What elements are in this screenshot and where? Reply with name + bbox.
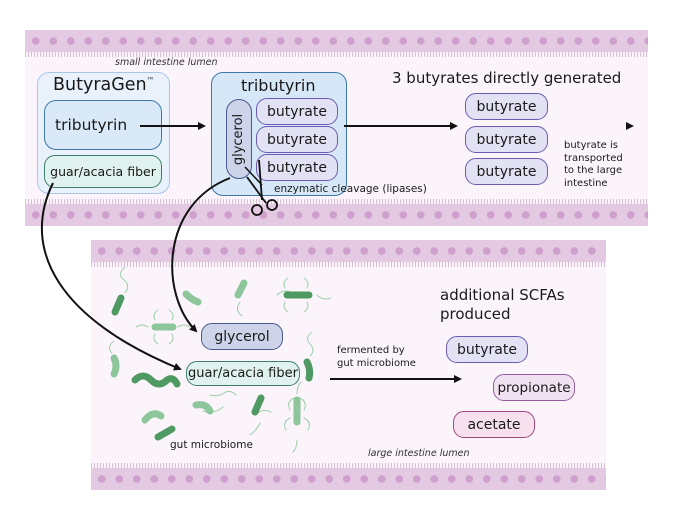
transport-note-line: intestine — [564, 177, 608, 189]
butyrate-chain-2: butyrate — [256, 126, 338, 153]
fiber-component: guar/acacia fiber — [44, 155, 162, 188]
epithelium-bottom — [91, 468, 606, 490]
fiber-substrate-label: guar/acacia fiber — [188, 366, 298, 381]
direct-butyrate-heading: 3 butyrates directly generated — [392, 69, 622, 87]
tributyrin-component-label: tributyrin — [55, 116, 128, 134]
butyragen-title: ButyraGen™ — [53, 75, 155, 95]
fiber-substrate: guar/acacia fiber — [186, 361, 300, 386]
butyrate-chain-label: butyrate — [267, 131, 327, 148]
trademark: ™ — [146, 76, 155, 86]
butyrate-chain-3: butyrate — [256, 154, 338, 181]
butyrate-chain-label: butyrate — [267, 103, 327, 120]
scfa-heading-line: produced — [440, 305, 511, 323]
microvilli-bottom — [25, 199, 648, 204]
direct-butyrate-3: butyrate — [465, 158, 548, 185]
large-intestine-lumen-label: large intestine lumen — [368, 448, 470, 459]
gut-microbiome-label: gut microbiome — [170, 439, 253, 451]
glycerol-backbone-label: glycerol — [231, 113, 247, 165]
epithelium-top — [25, 30, 648, 52]
tributyrin-molecule-title: tributyrin — [241, 76, 316, 95]
product-name: ButyraGen — [53, 75, 147, 95]
fermentation-label-line: fermented by — [337, 345, 405, 356]
microvilli-bottom — [91, 463, 606, 468]
direct-butyrate-1: butyrate — [465, 93, 548, 120]
fermentation-label: fermented by gut microbiome — [337, 344, 416, 370]
glycerol-backbone: glycerol — [226, 99, 252, 179]
epithelium-top — [91, 240, 606, 262]
epithelium-bottom — [25, 204, 648, 226]
fiber-component-label: guar/acacia fiber — [50, 164, 156, 179]
fermentation-label-line: gut microbiome — [337, 358, 416, 369]
direct-butyrate-label: butyrate — [476, 131, 537, 148]
transport-note: butyrate is transported to the large int… — [564, 140, 623, 190]
glycerol-substrate: glycerol — [201, 323, 283, 350]
microvilli-top — [25, 52, 648, 57]
direct-butyrate-label: butyrate — [476, 163, 537, 180]
direct-butyrate-label: butyrate — [476, 98, 537, 115]
scfa-heading: additional SCFAs produced — [440, 286, 565, 324]
direct-butyrate-2: butyrate — [465, 126, 548, 153]
transport-note-line: transported — [564, 152, 623, 164]
microvilli-top — [91, 262, 606, 267]
scfa-heading-line: additional SCFAs — [440, 286, 565, 304]
scfa-butyrate: butyrate — [446, 336, 528, 363]
transport-note-line: butyrate is — [564, 140, 619, 151]
butyrate-chain-1: butyrate — [256, 98, 338, 125]
butyrate-chain-label: butyrate — [267, 159, 327, 176]
scfa-acetate: acetate — [453, 411, 535, 438]
scfa-propionate: propionate — [493, 374, 575, 401]
cleavage-label: enzymatic cleavage (lipases) — [274, 183, 427, 195]
glycerol-substrate-label: glycerol — [214, 328, 270, 345]
scfa-acetate-label: acetate — [467, 416, 521, 433]
transport-note-line: to the large — [564, 165, 623, 176]
small-intestine-lumen-label: small intestine lumen — [115, 57, 218, 68]
scfa-butyrate-label: butyrate — [457, 341, 517, 358]
scfa-propionate-label: propionate — [497, 379, 571, 396]
